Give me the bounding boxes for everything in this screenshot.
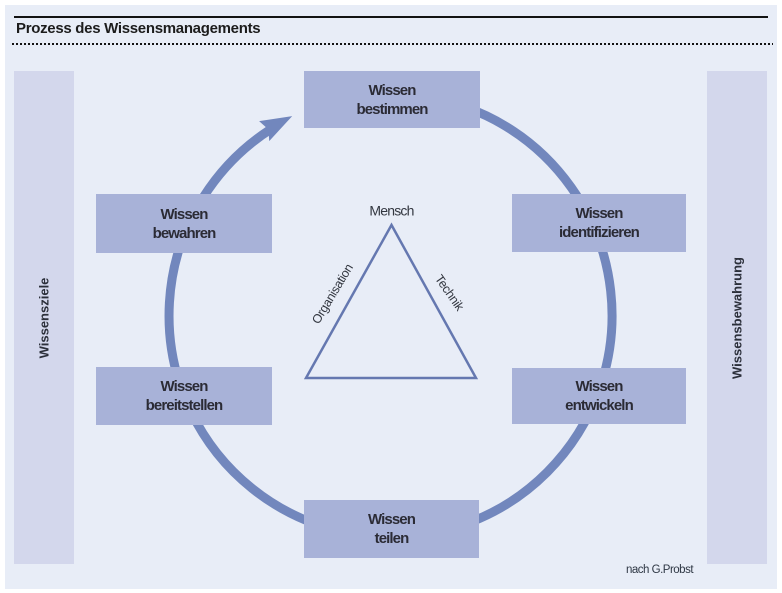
svg-text:Organisation: Organisation bbox=[309, 261, 356, 326]
svg-text:Mensch: Mensch bbox=[369, 203, 413, 219]
